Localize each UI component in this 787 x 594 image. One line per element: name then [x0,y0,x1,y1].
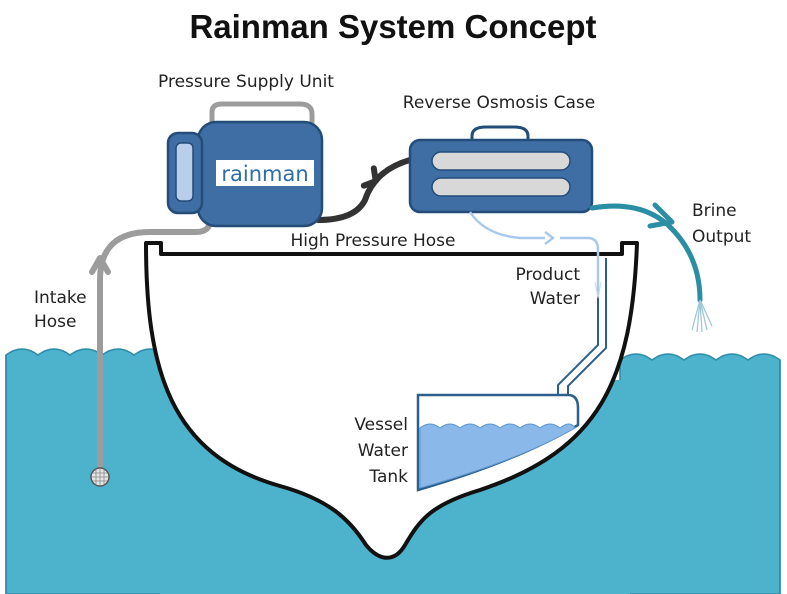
vessel-hull [144,241,639,560]
label-intake-hose-line1: Intake [34,288,87,308]
label-product-water-line1: Product [515,265,580,285]
label-intake-hose-line2: Hose [34,312,77,332]
label-product-water-line2: Water [530,289,580,309]
label-vessel-tank-line3: Tank [368,467,408,487]
ro-case-handle [470,125,530,143]
rainman-logo [216,160,314,186]
product-water-line [468,211,545,240]
pressure-unit-handle [209,101,315,138]
label-vessel-tank-line2: Water [358,441,408,461]
tank-water [419,423,576,489]
label-brine-output-line1: Brine [692,201,737,221]
high-pressure-hose [315,157,413,223]
reverse-osmosis-case [408,138,594,214]
label-brine-output-line2: Output [692,227,751,247]
sea-water [5,348,167,594]
label-pressure-supply-unit: Pressure Supply Unit [158,72,334,92]
diagram-title: Rainman System Concept [189,8,596,45]
label-high-pressure-hose: High Pressure Hose [291,231,456,251]
label-vessel-tank-line1: Vessel [354,415,408,435]
sea-water-right [619,353,781,594]
ro-membrane-2 [431,177,571,197]
rainman-logo-text: rainman [221,162,308,186]
label-reverse-osmosis-case: Reverse Osmosis Case [403,93,595,113]
ro-membrane-1 [431,151,571,171]
brine-spray-icon [691,299,713,333]
